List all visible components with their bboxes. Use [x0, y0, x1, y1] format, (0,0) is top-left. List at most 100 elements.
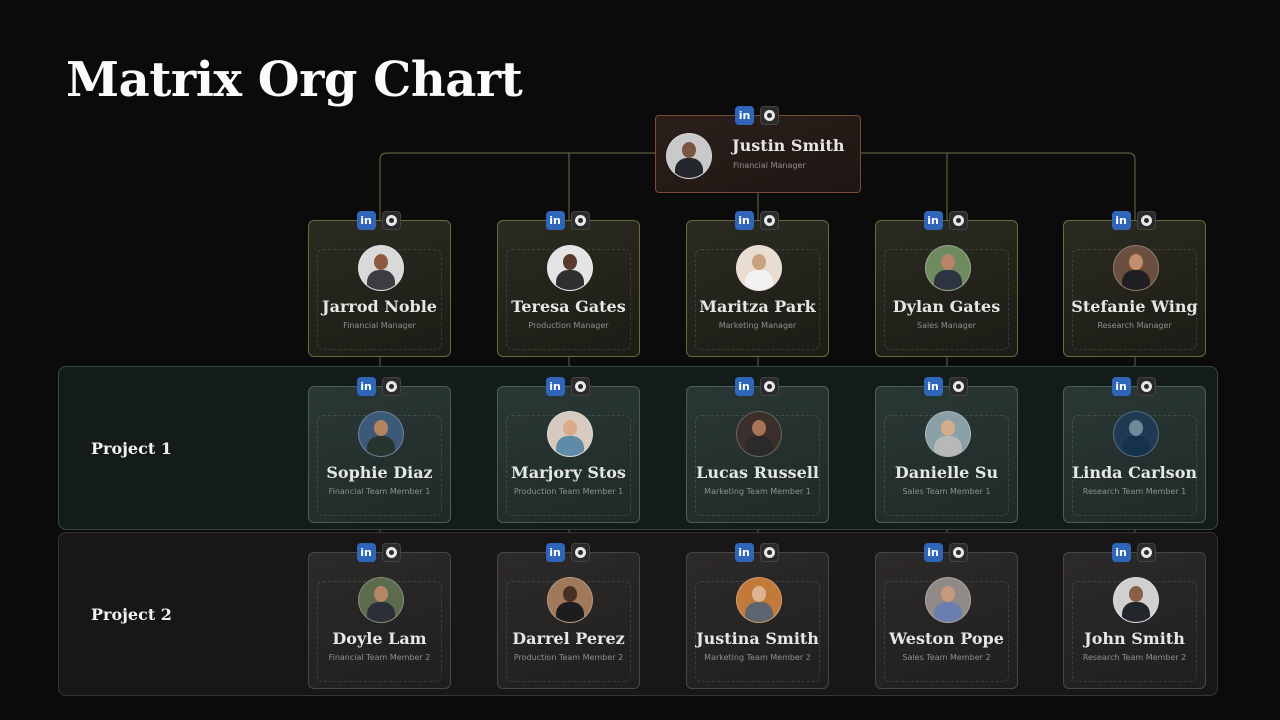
github-icon[interactable]	[948, 377, 968, 396]
social-links: in	[923, 543, 970, 563]
social-links: in	[356, 377, 403, 397]
social-links: in	[1111, 377, 1158, 397]
avatar	[546, 245, 593, 291]
github-icon[interactable]	[1136, 211, 1156, 230]
person-role: Financial Team Member 1	[328, 487, 431, 496]
person-role: Marketing Team Member 2	[704, 653, 811, 662]
person-name: Sophie Diaz	[326, 463, 433, 482]
person-name: Marjory Stos	[511, 463, 626, 482]
avatar	[666, 133, 712, 179]
linkedin-icon[interactable]: in	[1111, 377, 1131, 396]
github-icon[interactable]	[759, 377, 779, 396]
avatar	[735, 245, 782, 291]
github-icon[interactable]	[381, 377, 401, 396]
linkedin-icon[interactable]: in	[545, 543, 565, 562]
person-name: Maritza Park	[699, 297, 816, 316]
github-icon[interactable]	[759, 211, 779, 230]
github-icon[interactable]	[948, 211, 968, 230]
person-name: Dylan Gates	[892, 297, 1001, 316]
linkedin-icon[interactable]: in	[1111, 211, 1131, 230]
person-role: Sales Manager	[917, 321, 976, 330]
social-links: in	[923, 377, 970, 397]
social-links: in	[923, 211, 970, 231]
linkedin-icon[interactable]: in	[1111, 543, 1131, 562]
linkedin-icon[interactable]: in	[923, 543, 943, 562]
github-icon[interactable]	[570, 543, 590, 562]
social-links: in	[735, 106, 781, 126]
person-name: Teresa Gates	[511, 297, 626, 316]
avatar	[357, 245, 404, 291]
social-links: in	[1111, 543, 1158, 563]
github-icon[interactable]	[381, 211, 401, 230]
person-name: Jarrod Noble	[322, 297, 437, 316]
linkedin-icon[interactable]: in	[734, 543, 754, 562]
github-icon[interactable]	[1136, 377, 1156, 396]
avatar	[735, 577, 782, 623]
top-manager-card[interactable]: in Justin Smith Financial Manager	[655, 106, 861, 193]
avatar	[924, 411, 971, 457]
person-role: Production Team Member 1	[513, 487, 624, 496]
avatar	[924, 245, 971, 291]
github-icon[interactable]	[570, 211, 590, 230]
avatar	[546, 577, 593, 623]
linkedin-icon[interactable]: in	[356, 211, 376, 230]
avatar	[357, 411, 404, 457]
person-role: Research Manager	[1097, 321, 1172, 330]
person-role: Sales Team Member 1	[902, 487, 991, 496]
github-icon[interactable]	[760, 106, 779, 125]
social-links: in	[734, 211, 781, 231]
linkedin-icon[interactable]: in	[545, 211, 565, 230]
person-name: Lucas Russell	[696, 463, 819, 482]
github-icon[interactable]	[759, 543, 779, 562]
person-role: Production Team Member 2	[513, 653, 624, 662]
github-icon[interactable]	[381, 543, 401, 562]
avatar	[546, 411, 593, 457]
linkedin-icon[interactable]: in	[545, 377, 565, 396]
person-name: Justina Smith	[696, 629, 819, 648]
project-label: Project 2	[91, 605, 172, 624]
person-role: Financial Manager	[733, 161, 806, 170]
social-links: in	[1111, 211, 1158, 231]
person-name: Darrel Perez	[512, 629, 625, 648]
linkedin-icon[interactable]: in	[734, 211, 754, 230]
person-role: Marketing Manager	[718, 321, 797, 330]
person-name: Stefanie Wing	[1071, 297, 1198, 316]
linkedin-icon[interactable]: in	[356, 543, 376, 562]
github-icon[interactable]	[948, 543, 968, 562]
page-title: Matrix Org Chart	[66, 52, 523, 108]
person-role: Sales Team Member 2	[902, 653, 991, 662]
avatar	[357, 577, 404, 623]
person-role: Financial Manager	[343, 321, 416, 330]
github-icon[interactable]	[570, 377, 590, 396]
linkedin-icon[interactable]: in	[356, 377, 376, 396]
social-links: in	[545, 377, 592, 397]
linkedin-icon[interactable]: in	[923, 377, 943, 396]
github-icon[interactable]	[1136, 543, 1156, 562]
person-role: Financial Team Member 2	[328, 653, 431, 662]
person-name: John Smith	[1084, 629, 1185, 648]
linkedin-icon[interactable]: in	[734, 377, 754, 396]
person-name: Doyle Lam	[332, 629, 427, 648]
linkedin-icon[interactable]: in	[735, 106, 754, 125]
person-role: Production Manager	[528, 321, 609, 330]
person-name: Weston Pope	[889, 629, 1004, 648]
social-links: in	[356, 543, 403, 563]
avatar	[735, 411, 782, 457]
linkedin-icon[interactable]: in	[923, 211, 943, 230]
avatar	[1112, 411, 1159, 457]
